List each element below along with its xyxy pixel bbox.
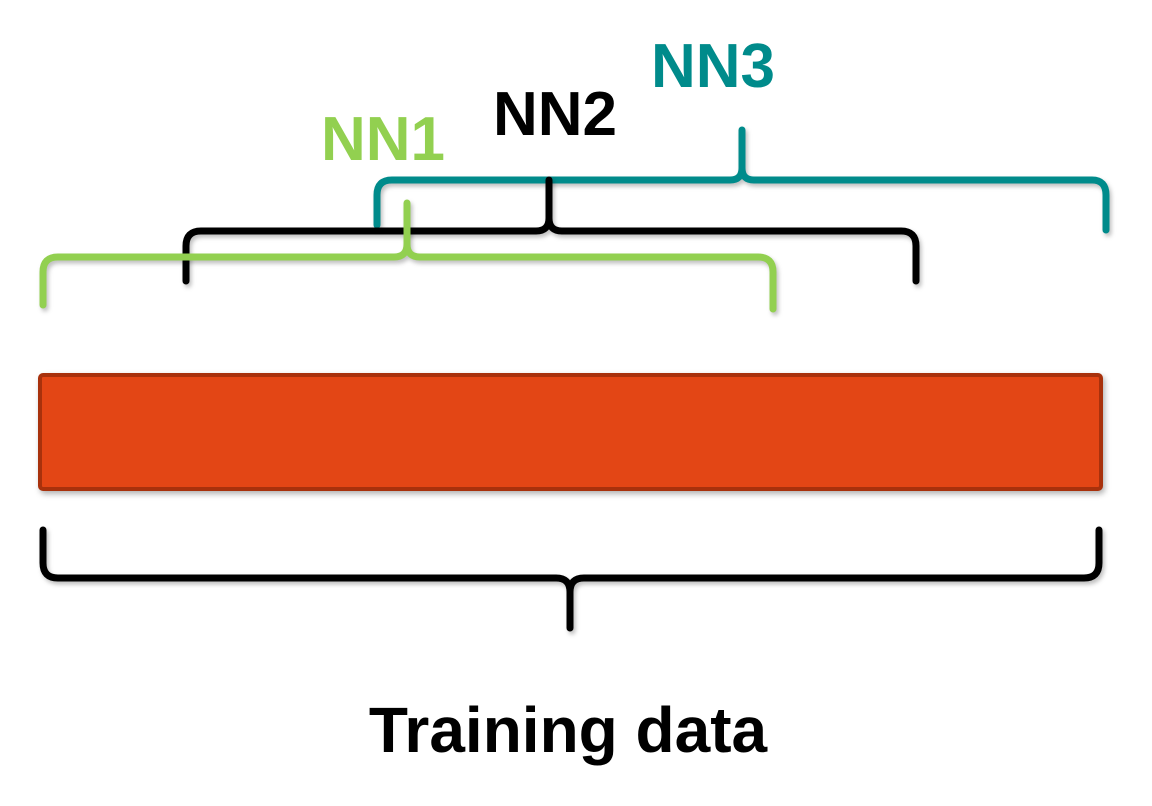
nn3-brace [373,126,1110,234]
nn2-brace [182,176,920,285]
training-data-label: Training data [369,694,768,766]
nn2-label: NN2 [493,80,617,149]
nn1-brace [39,199,777,313]
nn1-label: NN1 [321,105,445,174]
nn3-label: NN3 [651,32,775,101]
training-data-brace [39,526,1103,632]
training-data-bar [38,373,1103,491]
